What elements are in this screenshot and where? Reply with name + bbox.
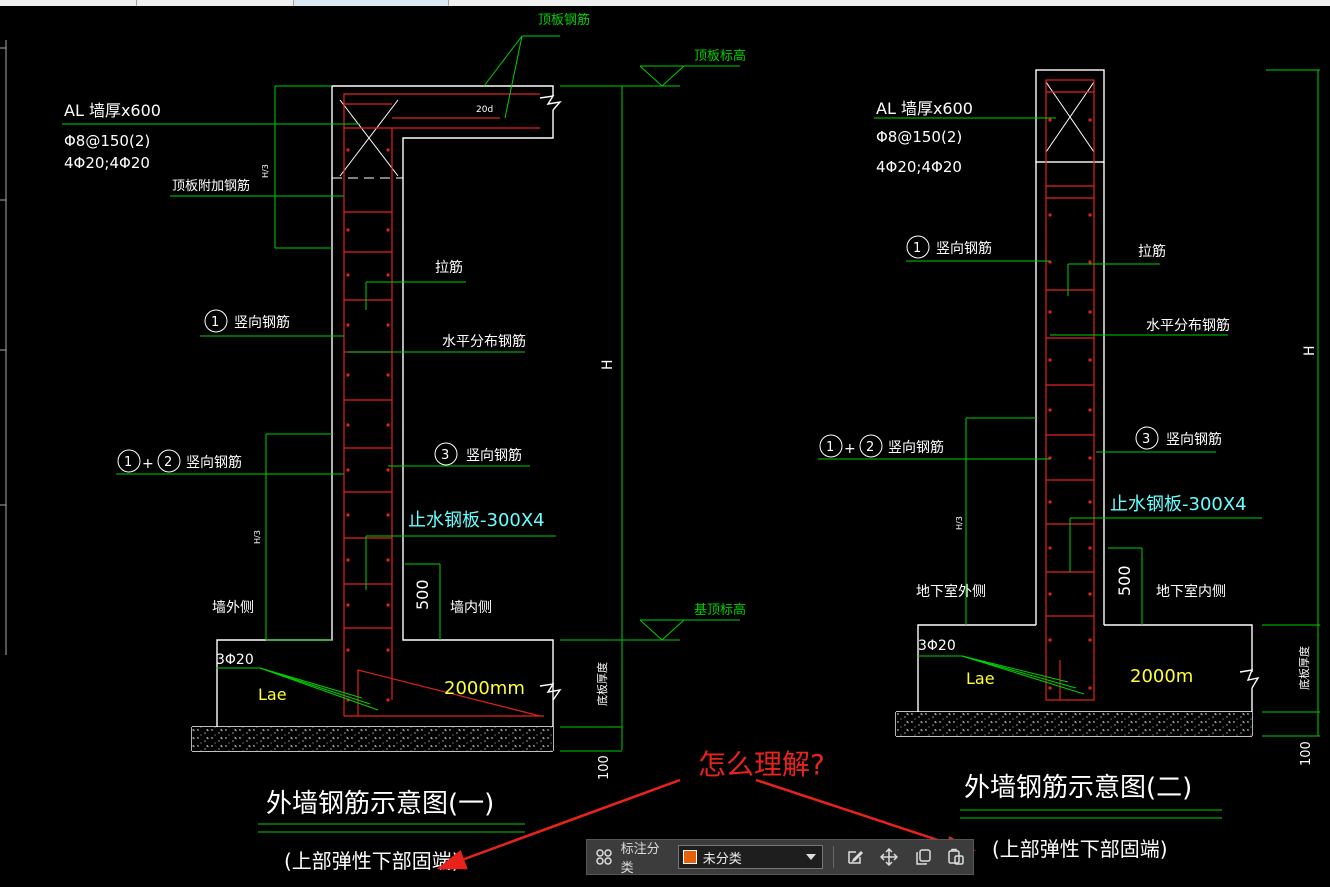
- right-circle-1b: 1: [826, 440, 834, 455]
- left-top-rebar-label: 顶板钢筋: [538, 12, 590, 28]
- left-dim-100: 100: [597, 755, 612, 780]
- left-al-label: AL 墙厚x600: [64, 101, 161, 120]
- right-slab-label: 底板厚度: [1297, 646, 1311, 690]
- left-vertical3-label: 竖向钢筋: [466, 447, 522, 464]
- left-bottom-bars-label: 3Φ20: [216, 652, 254, 668]
- right-rebar: [1045, 79, 1095, 701]
- right-dim-h: H: [1302, 345, 1318, 356]
- toolbar-divider: [833, 846, 835, 868]
- left-length-label: 2000mm: [444, 678, 525, 699]
- right-circle-1: 1: [913, 241, 921, 256]
- left-dim-h3-top: H/3: [261, 164, 270, 178]
- left-base-elevation-label: 基顶标高: [694, 602, 746, 618]
- cad-canvas[interactable]: 顶板钢筋 顶板标高 AL 墙厚x600 Φ8@150(2) 4Φ20;4Φ20 …: [0, 6, 1330, 887]
- right-dim-500: 500: [1115, 565, 1134, 596]
- right-dim-h3: H/3: [955, 516, 964, 530]
- right-plus: +: [844, 441, 856, 457]
- left-circle-1: 1: [211, 315, 219, 330]
- right-circle-markers: [819, 235, 1159, 458]
- left-horizontal-label: 水平分布钢筋: [442, 333, 526, 350]
- question-text: 怎么理解?: [698, 748, 825, 781]
- left-circle-2: 2: [164, 455, 172, 470]
- right-bars-label: 4Φ20;4Φ20: [876, 158, 962, 176]
- tab-segment[interactable]: [0, 0, 137, 6]
- right-stirrup-label: Φ8@150(2): [876, 128, 962, 146]
- left-slab-label: 底板厚度: [595, 662, 609, 706]
- left-tie-label: 拉筋: [435, 259, 463, 276]
- left-dim-h: H: [600, 359, 616, 370]
- right-vertical3-label: 竖向钢筋: [1166, 431, 1222, 448]
- right-beam-x: [1036, 81, 1104, 163]
- left-circle-markers: [117, 309, 458, 473]
- tab-segment[interactable]: [294, 0, 449, 6]
- left-ruler: [0, 40, 7, 655]
- paste-icon[interactable]: [945, 846, 967, 868]
- left-dim-h3-bottom: H/3: [253, 530, 262, 544]
- right-drawing: [818, 69, 1320, 819]
- left-title: 外墙钢筋示意图(一): [266, 789, 494, 819]
- left-waterstop-label: 止水钢板-300X4: [408, 510, 545, 531]
- right-vertical12-label: 竖向钢筋: [888, 439, 944, 456]
- category-select[interactable]: 未分类: [677, 845, 824, 869]
- category-swatch: [682, 850, 697, 864]
- right-horizontal-label: 水平分布钢筋: [1146, 317, 1230, 334]
- left-inner-label: 墙内侧: [450, 600, 492, 616]
- right-vertical1-label: 竖向钢筋: [936, 240, 992, 257]
- chevron-down-icon: [806, 854, 817, 860]
- right-subtitle: (上部弹性下部固端): [992, 837, 1168, 861]
- edit-icon[interactable]: [844, 846, 866, 868]
- left-plus: +: [142, 456, 154, 472]
- right-cushion-layer: [896, 712, 1252, 736]
- tab-segment[interactable]: [137, 0, 294, 6]
- grid-icon[interactable]: [593, 846, 615, 868]
- left-top-extra-label: 顶板附加钢筋: [172, 178, 250, 194]
- left-rebar-dots: [346, 148, 390, 702]
- copy-icon[interactable]: [912, 846, 934, 868]
- right-tie-label: 拉筋: [1138, 243, 1166, 260]
- right-waterstop-label: 止水钢板-300X4: [1110, 494, 1247, 515]
- right-bottom-bars-label: 3Φ20: [918, 638, 956, 654]
- right-outer-label: 地下室外侧: [916, 583, 986, 600]
- window-top-strip: [0, 0, 1330, 6]
- right-inner-label: 地下室内侧: [1156, 583, 1226, 600]
- category-label: 标注分类: [620, 842, 660, 876]
- left-lae-label: Lae: [258, 685, 287, 704]
- left-subtitle: (上部弹性下部固端): [284, 849, 460, 873]
- right-leaders: [818, 69, 1320, 819]
- left-text: 顶板钢筋 顶板标高 AL 墙厚x600 Φ8@150(2) 4Φ20;4Φ20 …: [64, 12, 746, 873]
- left-circle-3: 3: [441, 448, 449, 463]
- move-icon[interactable]: [878, 846, 900, 868]
- right-al-label: AL 墙厚x600: [876, 99, 973, 118]
- right-dim-100: 100: [1299, 741, 1314, 766]
- left-stirrup-label: Φ8@150(2): [64, 132, 150, 150]
- left-rebar: [343, 93, 544, 717]
- left-cushion-layer: [192, 727, 553, 751]
- right-length-label: 2000m: [1130, 666, 1193, 687]
- right-circle-3: 3: [1142, 432, 1150, 447]
- left-vertical12-label: 竖向钢筋: [186, 454, 242, 471]
- right-title: 外墙钢筋示意图(二): [964, 773, 1192, 803]
- left-beam-x: [332, 99, 403, 179]
- left-vertical1-label: 竖向钢筋: [234, 314, 290, 331]
- category-value: 未分类: [702, 851, 742, 867]
- left-top-elevation-label: 顶板标高: [694, 48, 746, 64]
- right-lae-label: Lae: [966, 669, 995, 688]
- right-circle-2: 2: [866, 440, 874, 455]
- right-rebar-dots: [1048, 118, 1092, 690]
- left-outer-label: 墙外侧: [212, 600, 254, 616]
- annotation-toolbar: 标注分类 未分类: [586, 839, 974, 876]
- left-dim-500: 500: [413, 579, 432, 610]
- left-20d-label: 20d: [476, 105, 493, 115]
- left-circle-1b: 1: [124, 455, 132, 470]
- right-text: AL 墙厚x600 Φ8@150(2) 4Φ20;4Φ20 1 竖向钢筋 拉筋 …: [826, 99, 1318, 861]
- left-leaders: [62, 35, 740, 833]
- left-drawing: [62, 35, 740, 833]
- left-bars-label: 4Φ20;4Φ20: [64, 154, 150, 172]
